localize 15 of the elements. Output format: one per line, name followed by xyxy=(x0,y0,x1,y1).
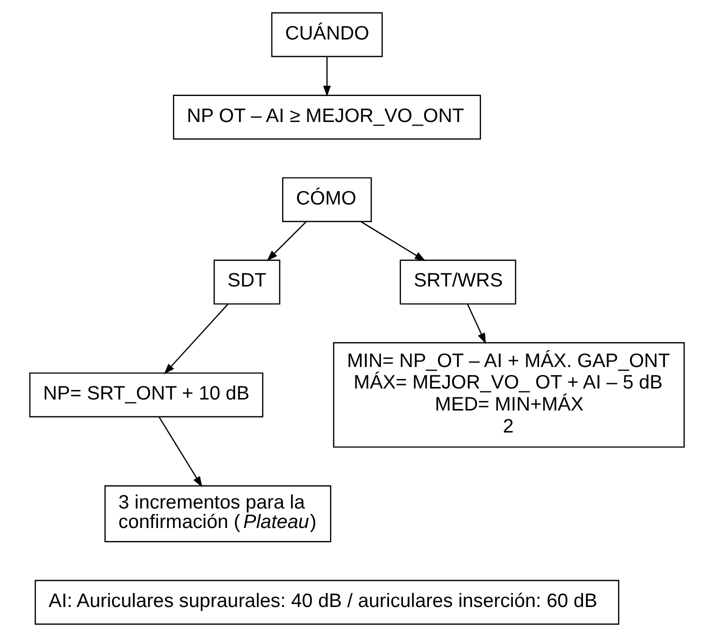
node-box: NP= SRT_ONT + 10 dB xyxy=(29,372,264,418)
node-box: NP OT – AI ≥ MEJOR_VO_ONT xyxy=(172,94,481,140)
arrow xyxy=(266,221,306,262)
arrow xyxy=(360,221,426,262)
arrow xyxy=(323,56,331,97)
node-box: SDT xyxy=(214,260,280,305)
node-box: CUÁNDO xyxy=(271,12,383,58)
node-box: SRT/WRS xyxy=(400,260,516,305)
arrow xyxy=(467,304,486,344)
arrow xyxy=(158,416,202,488)
node-box: AI: Auriculares supraurales: 40 dB / auriculares inserción: 60 dB xyxy=(34,580,620,625)
arrow xyxy=(164,304,228,374)
node-box: 3 incrementos para la confirmación (Plateau) xyxy=(104,485,332,542)
node-box: CÓMO xyxy=(282,177,372,222)
node-box: MIN= NP_OT – AI + MÁX. GAP_ONT MÁX= MEJOR_VO_ OT + AI – 5 dB MED= MIN+MÁX 2 xyxy=(333,342,685,448)
